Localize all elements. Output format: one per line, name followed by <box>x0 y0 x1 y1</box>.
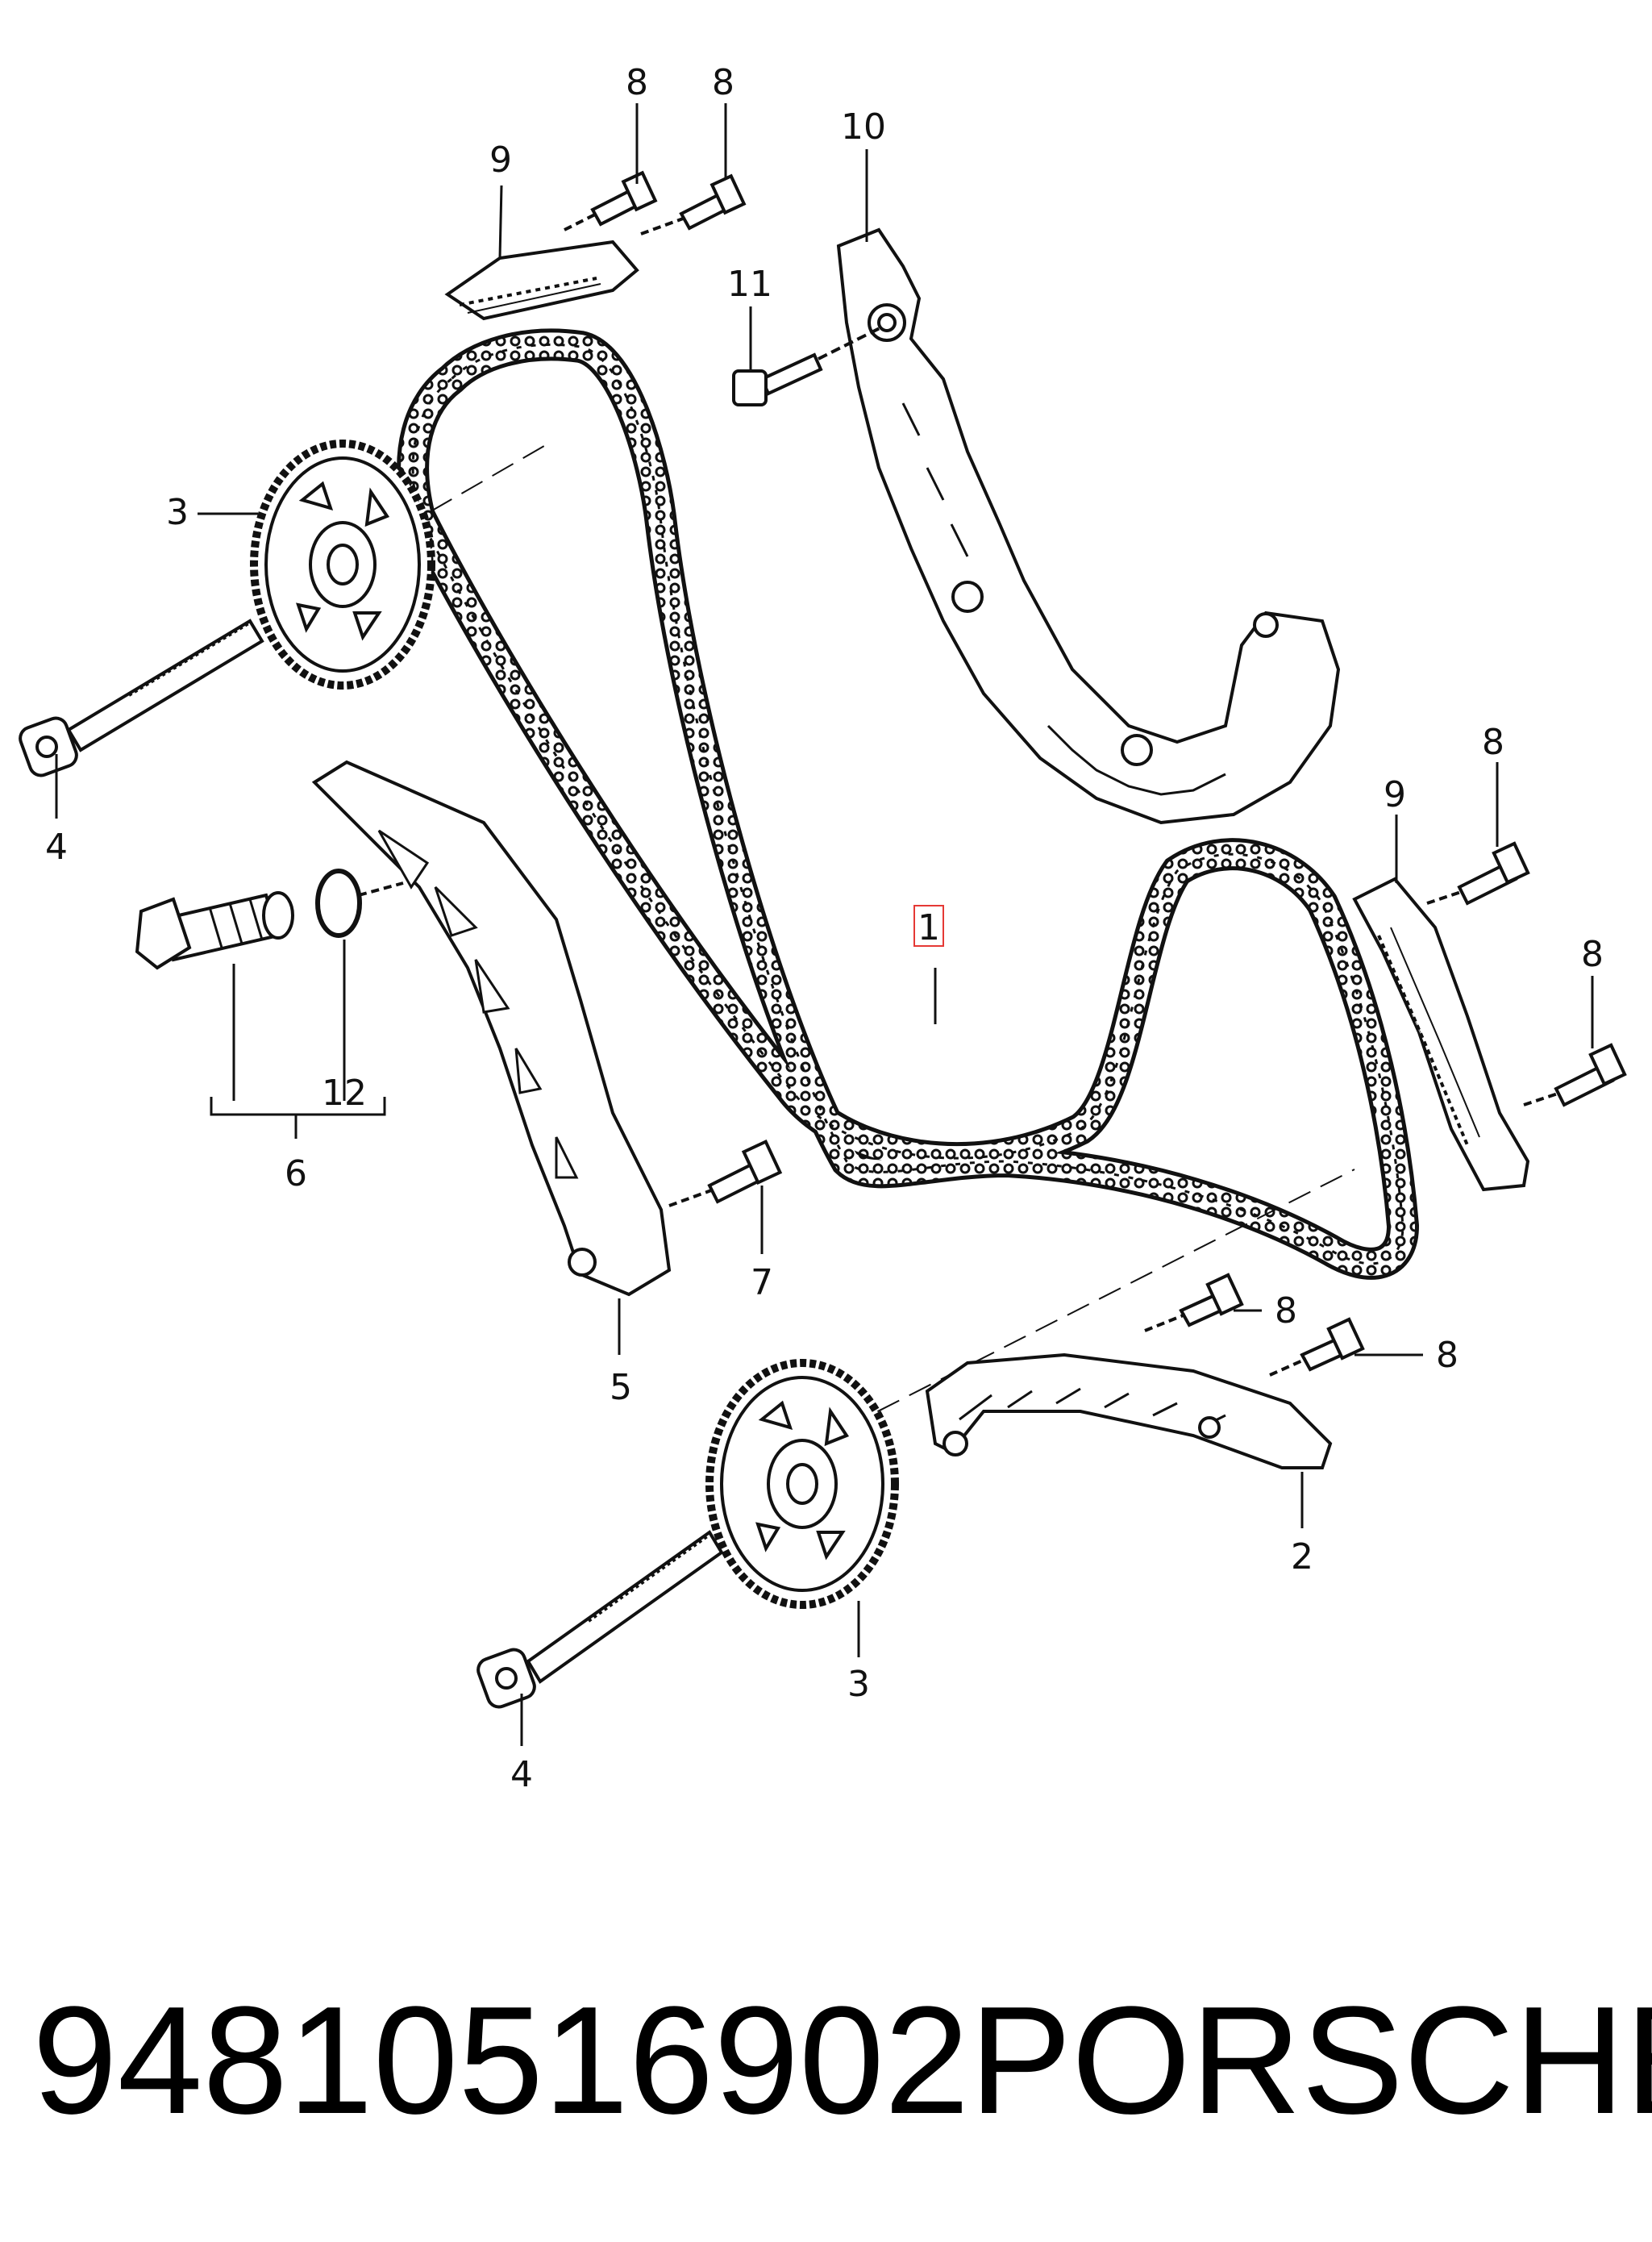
callout-8: 8 <box>626 62 648 103</box>
brand-name: PORSCHE <box>969 1975 1652 2146</box>
sprocket-lower-3 <box>705 1359 899 1609</box>
timing-chain <box>397 328 1420 1280</box>
sprocket-upper-3 <box>250 440 435 690</box>
bolt-11 <box>732 325 884 406</box>
chain-tensioner-6 <box>135 869 404 970</box>
tensioner-rail-10 <box>836 227 1341 825</box>
bolt-8-bottom-lower <box>1269 1317 1365 1377</box>
bolt-8-bottom-upper <box>1144 1273 1244 1332</box>
callout-3: 3 <box>847 1664 870 1705</box>
callout-4: 4 <box>510 1754 533 1795</box>
callout-8: 8 <box>1436 1335 1459 1376</box>
callout-7: 7 <box>751 1262 773 1303</box>
callout-12: 12 <box>322 1073 367 1114</box>
callout-10: 10 <box>841 106 886 148</box>
callout-8: 8 <box>1482 722 1504 763</box>
callout-5: 5 <box>610 1367 632 1408</box>
long-bolt-4-lower <box>476 1530 724 1709</box>
callout-9: 9 <box>489 140 512 181</box>
guide-rail-9-right <box>1352 877 1530 1192</box>
callout-numbers: 8 8 10 9 11 3 4 8 9 1 8 12 6 7 5 8 8 2 3… <box>45 62 1604 1795</box>
callout-8: 8 <box>1581 934 1604 975</box>
callout-8: 8 <box>1275 1290 1297 1331</box>
long-bolt-4-upper <box>19 619 264 777</box>
leader-lines <box>55 103 1594 1746</box>
callout-1: 1 <box>918 907 940 948</box>
callout-3: 3 <box>166 492 189 533</box>
part-caption: 94810516902 PORSCHE <box>32 1975 1652 2146</box>
callout-2: 2 <box>1291 1536 1313 1577</box>
bolt-8-top-left <box>564 170 658 231</box>
part-number: 94810516902 <box>32 1975 970 2146</box>
guide-rail-upper-9 <box>444 240 639 321</box>
bolt-7 <box>668 1139 783 1207</box>
callout-8: 8 <box>712 62 734 103</box>
callout-4: 4 <box>45 827 68 868</box>
callout-11: 11 <box>727 264 772 305</box>
callout-6: 6 <box>285 1153 307 1194</box>
guide-rail-lower-2 <box>925 1352 1333 1469</box>
bolt-8-right-upper <box>1426 841 1530 906</box>
highlight-box-part-1 <box>913 905 944 947</box>
guide-rail-5 <box>311 760 672 1297</box>
bolt-8-right-lower <box>1523 1043 1627 1107</box>
bolt-8-top-right <box>640 173 747 235</box>
callout-9: 9 <box>1384 774 1406 815</box>
